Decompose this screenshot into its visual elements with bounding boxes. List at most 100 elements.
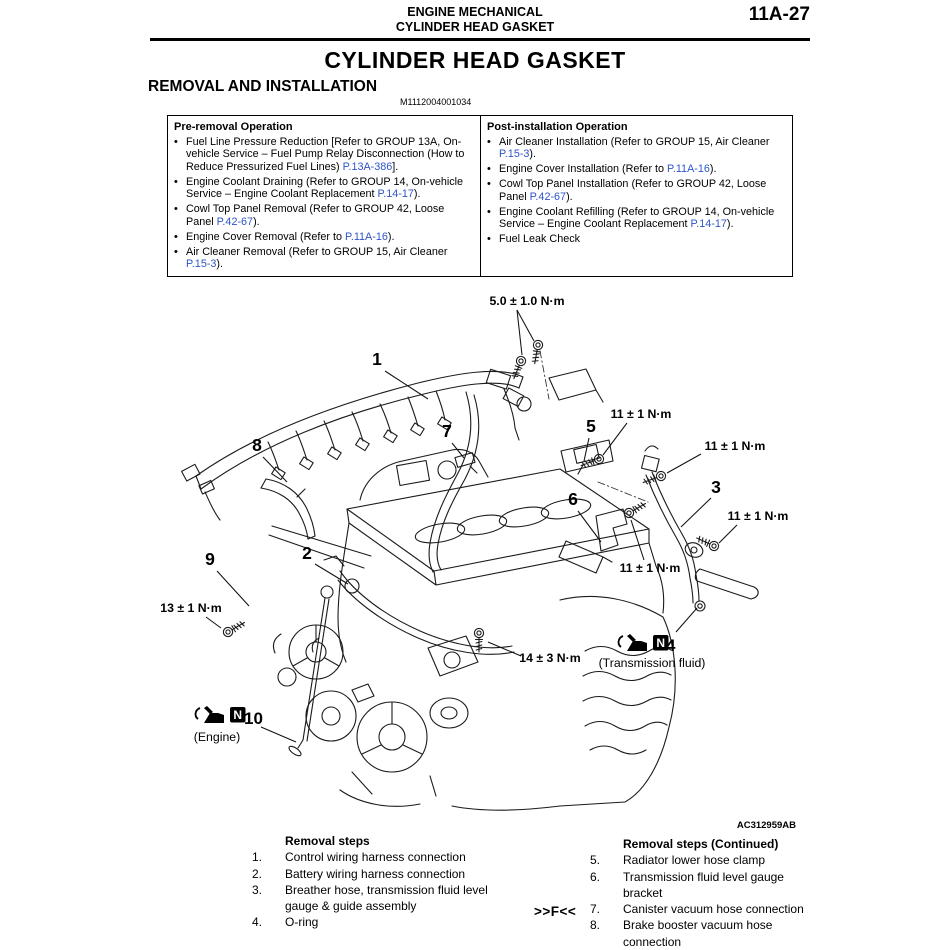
step-item: 1. Control wiring harness connection: [252, 849, 497, 865]
callout-leader-line: [262, 456, 288, 483]
f-marker: >>F<<: [534, 904, 577, 919]
step-item: 3. Breather hose, transmission fluid leve…: [252, 882, 497, 915]
torque-leader-line: [516, 309, 535, 342]
torque-label: 13 ± 1 N·m: [160, 601, 221, 615]
torque-leader-line: [666, 453, 702, 474]
removal-steps-continued-title: Removal steps (Continued): [623, 837, 779, 851]
operation-item-text: Fuel Line Pressure Reduction [Refer to G…: [186, 136, 465, 173]
callout-leader-line: [583, 437, 590, 462]
operation-item-text: Cowl Top Panel Removal (Refer to GROUP 4…: [186, 203, 445, 228]
pre-removal-items: • Fuel Line Pressure Reduction [Refer to …: [174, 136, 472, 270]
fluid-gauge-tube-art: [640, 445, 706, 612]
callout-number-6: 6: [568, 489, 578, 509]
bullet-icon: •: [174, 175, 178, 188]
step-item: 7.Canister vacuum hose connection: [590, 901, 818, 917]
doc-code: M1112004001034: [400, 97, 472, 107]
step-item: 5.Radiator lower hose clamp: [590, 852, 818, 868]
engine-line-art: [181, 339, 759, 811]
operation-item-text: Engine Cover Installation (Refer to P.11…: [499, 163, 717, 176]
page-number: 11A-27: [748, 4, 810, 25]
bullet-icon: •: [174, 245, 178, 258]
step-number: 1.: [252, 850, 263, 865]
post-installation-column: Post-installation Operation • Air Cleaner…: [480, 116, 792, 277]
wiring-harness-art: [181, 368, 604, 573]
page-reference-link[interactable]: P.11A-16: [345, 230, 388, 243]
torque-leader-line: [718, 524, 738, 544]
page-reference-link[interactable]: P.11A-16: [667, 163, 710, 176]
torque-label: 11 ± 1 N·m: [728, 509, 789, 523]
torque-label: 11 ± 1 N·m: [620, 561, 681, 575]
new-fluid-icon-letter: N: [656, 636, 665, 650]
torque-leader-line: [630, 519, 645, 561]
removal-steps-continued-list: Removal steps (Continued) 5.Radiator low…: [590, 836, 818, 950]
step-text: Breather hose, transmission fluid level …: [285, 882, 488, 914]
torque-leader-line: [602, 422, 628, 456]
callout-number-4: 4: [666, 636, 676, 655]
step-text: Brake booster vacuum hose connection: [623, 918, 773, 949]
step-number: 4.: [252, 915, 263, 930]
step-text: Control wiring harness connection: [285, 850, 466, 865]
operation-item-text: Fuel Leak Check: [499, 233, 581, 246]
operation-item-text: Cowl Top Panel Installation (Refer to GR…: [499, 178, 767, 203]
step-text: Transmission fluid level gauge bracket: [623, 869, 784, 900]
page-reference-link[interactable]: P.15-3: [499, 148, 530, 161]
step-item: 6.Transmission fluid level gauge bracket: [590, 869, 818, 902]
callout-number-1: 1: [372, 349, 382, 369]
gauge-bracket-art: [558, 508, 628, 574]
fluid-caption: (Transmission fluid): [599, 656, 706, 670]
figure-code: AC312959AB: [736, 820, 796, 831]
page-reference-link[interactable]: P.42-67: [216, 215, 254, 228]
operation-item: • Fuel Line Pressure Reduction [Refer to …: [174, 136, 472, 173]
callout-number-10: 10: [244, 709, 263, 728]
bullet-icon: •: [487, 205, 491, 218]
torque-leader-line: [205, 616, 222, 629]
operation-item: • Air Cleaner Installation (Refer to GROU…: [487, 136, 784, 161]
callout-number-5: 5: [586, 416, 596, 436]
page-reference-link[interactable]: P.14-17: [377, 188, 414, 201]
removal-steps-title: Removal steps: [285, 834, 370, 848]
step-text: Battery wiring harness connection: [285, 866, 466, 881]
step-text: Canister vacuum hose connection: [623, 902, 804, 917]
page-reference-link[interactable]: P.14-17: [690, 218, 727, 231]
page-reference-link[interactable]: P.13A-386: [342, 160, 393, 173]
canister-hose-clamp-art: [454, 452, 478, 474]
callout-number-2: 2: [302, 543, 312, 563]
operation-item: • Cowl Top Panel Installation (Refer to G…: [487, 178, 784, 203]
new-fluid-icon: [230, 707, 246, 723]
bullet-icon: •: [174, 203, 178, 216]
operation-item: •Engine Coolant Refilling (Refer to GROU…: [487, 206, 784, 231]
bolt-icons: [221, 339, 721, 653]
operation-item: • Air Cleaner Removal (Refer to GROUP 15,…: [174, 246, 472, 271]
torque-label: 11 ± 1 N·m: [705, 439, 766, 453]
callout-leader-line: [314, 563, 349, 585]
torque-label: 5.0 ± 1.0 N·m: [489, 294, 564, 308]
post-installation-title: Post-installation Operation: [487, 121, 628, 133]
operation-item-text: Air Cleaner Installation (Refer to GROUP…: [499, 136, 770, 161]
post-installation-items: • Air Cleaner Installation (Refer to GROU…: [487, 136, 784, 246]
bullet-icon: •: [487, 136, 491, 148]
page-reference-link[interactable]: P.15-3: [186, 258, 217, 271]
step-item: 4.O-ring: [252, 914, 497, 930]
header-subsection: CYLINDER HEAD GASKET: [395, 19, 555, 34]
torque-label: 14 ± 3 N·m: [519, 651, 580, 665]
callout-number-9: 9: [205, 549, 215, 569]
operation-item-text: Air Cleaner Removal (Refer to GROUP 15, …: [186, 245, 448, 271]
breather-hose-art: [260, 478, 316, 540]
operations-table: Pre-removal Operation •Fuel Line Pressur…: [167, 115, 793, 278]
new-fluid-icon-letter: N: [233, 708, 242, 722]
section-heading: REMOVAL AND INSTALLATION: [148, 78, 378, 95]
bullet-icon: •: [487, 233, 491, 246]
running-header: ENGINE MECHANICAL CYLINDER HEAD GASKET: [0, 5, 950, 34]
step-number: 3.: [252, 882, 263, 897]
removal-steps-list: Removal steps 1. Control wiring harness c…: [252, 833, 497, 931]
bullet-icon: •: [487, 163, 491, 176]
bullet-icon: •: [487, 178, 491, 191]
fluid-note-leader-line: [675, 607, 698, 633]
step-item: 2.Battery wiring harness connection: [252, 866, 497, 882]
page-reference-link[interactable]: P.42-67: [529, 190, 567, 203]
operation-item: •Engine Cover Removal (Refer to P.11A-16…: [174, 231, 472, 243]
bullet-icon: •: [174, 136, 178, 148]
callout-number-7: 7: [442, 421, 452, 441]
